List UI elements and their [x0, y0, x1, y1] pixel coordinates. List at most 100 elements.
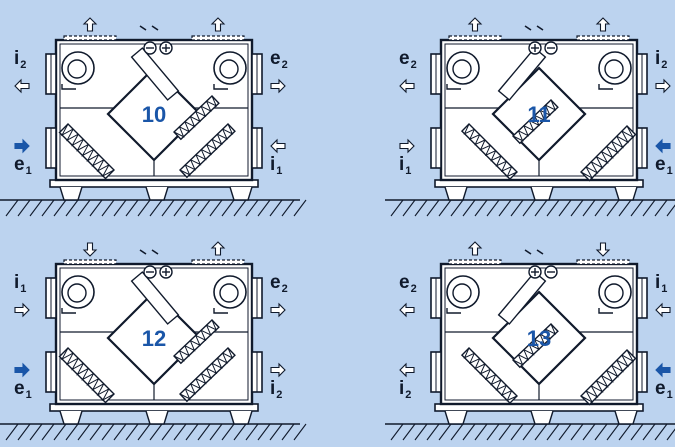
- filter-bottom: [580, 349, 637, 406]
- floor-hatch: [161, 199, 175, 217]
- filter-right-pleat: [545, 323, 557, 335]
- filter-bottom-pleat: [601, 146, 614, 159]
- arrow-bottom-left-icon: [14, 362, 30, 378]
- filter-left-pleat: [484, 369, 496, 381]
- floor-hatch: [426, 423, 440, 441]
- label-bottom-right-subscript: 1: [667, 165, 673, 177]
- label-bottom-left-subscript: 1: [26, 389, 32, 401]
- label-bottom-left-letter: e: [14, 378, 25, 399]
- label-top-left-subscript: 2: [411, 283, 417, 295]
- filter-right: [173, 95, 220, 141]
- arrow-bottom-left-icon: [399, 362, 415, 378]
- filter-bottom-pleat: [585, 161, 599, 175]
- label-bottom-right-letter: i: [270, 154, 275, 175]
- filter-left-pleat: [65, 352, 79, 366]
- filter-left-pleat: [500, 161, 512, 173]
- floor-hatch: [65, 199, 79, 217]
- label-top-right-letter: e: [270, 48, 281, 69]
- filter-right: [512, 99, 559, 145]
- fan-left-rotor: [67, 283, 87, 303]
- floor-hatch: [450, 199, 464, 217]
- label-bottom-right: i2: [270, 378, 282, 401]
- filter-left-pleat: [96, 159, 110, 173]
- filter-bottom-pleat: [222, 347, 234, 359]
- floor-hatch: [570, 423, 584, 441]
- filter-left: [460, 347, 518, 405]
- filter-left-pleat: [500, 385, 512, 397]
- filter-bottom-pleat: [585, 385, 599, 399]
- arrow-top-left-icon: [14, 78, 30, 94]
- filter-right-outline: [512, 323, 559, 369]
- filter-left-outline: [58, 347, 115, 404]
- filter-bottom-pleat: [621, 349, 635, 363]
- arrow-top-right-icon: [270, 302, 286, 318]
- filter-bottom: [580, 125, 637, 182]
- filter-left-pleat: [86, 149, 99, 162]
- label-bottom-right: e1: [655, 154, 673, 177]
- floor-hatch: [77, 199, 91, 217]
- floor-hatch: [197, 199, 211, 217]
- fan-left-housing: [446, 51, 480, 85]
- filter-left: [58, 123, 115, 180]
- label-top-right: i2: [655, 48, 667, 71]
- arrow-top-right-icon: [655, 78, 671, 94]
- filter-left-pleat: [468, 353, 480, 365]
- floor-hatch: [233, 199, 247, 217]
- foot: [145, 186, 169, 201]
- fan-left-outlet: [446, 84, 461, 90]
- fan-right-housing: [598, 275, 632, 309]
- label-bottom-left-subscript: 2: [405, 389, 411, 401]
- floor-hatch: [17, 423, 31, 441]
- floor-hatch: [293, 199, 307, 217]
- floor-hatch: [161, 423, 175, 441]
- filter-left-pleat: [484, 145, 496, 157]
- floor-hatch: [462, 199, 476, 217]
- filter-bottom-pleat: [190, 378, 202, 390]
- flow-marks: [139, 25, 159, 31]
- label-top-right: i1: [655, 272, 667, 295]
- fan-left-housing: [446, 275, 480, 309]
- floor-hatch: [414, 199, 428, 217]
- label-bottom-left-letter: i: [399, 154, 404, 175]
- floor-hatch: [402, 199, 416, 217]
- floor-hatch: [137, 423, 151, 441]
- floor-hatch: [390, 423, 404, 441]
- floor-hatch: [137, 199, 151, 217]
- filter-right-pleat: [200, 100, 212, 113]
- floor-hatch: [5, 199, 19, 217]
- floor-hatch: [125, 423, 139, 441]
- floor-hatch: [89, 199, 103, 217]
- floor-hatch: [245, 423, 259, 441]
- floor-hatch: [293, 423, 307, 441]
- label-top-right-subscript: 2: [282, 283, 288, 295]
- filter-left-pleat: [495, 379, 507, 391]
- floor-hatch: [546, 423, 560, 441]
- foot: [59, 410, 83, 425]
- floor-hatch: [41, 423, 55, 441]
- floor-hatch: [257, 423, 271, 441]
- label-top-left-subscript: 2: [20, 59, 26, 71]
- filter-left: [58, 347, 115, 404]
- filter-bottom: [179, 347, 236, 403]
- fan-right-outlet: [213, 308, 228, 314]
- filter-left-pleat: [91, 378, 105, 391]
- floor-hatch: [654, 199, 668, 217]
- floor-hatch: [594, 199, 608, 217]
- label-top-left-letter: i: [14, 272, 19, 293]
- floor-hatch: [233, 423, 247, 441]
- foot: [229, 186, 253, 201]
- filter-bottom-pleat: [616, 130, 630, 144]
- label-bottom-left-letter: e: [14, 154, 25, 175]
- floor-hatch: [173, 423, 187, 441]
- filter-bottom-pleat: [217, 128, 228, 140]
- top-duct-left: [448, 35, 502, 41]
- floor-hatch: [630, 423, 644, 441]
- floor-hatch: [101, 423, 115, 441]
- label-bottom-left: e1: [14, 378, 32, 401]
- filter-right-pleat: [539, 328, 551, 341]
- filter-right-pleat: [190, 111, 201, 123]
- top-arrow-2-icon: [210, 241, 226, 256]
- label-top-right-letter: i: [655, 48, 660, 69]
- floor-hatch: [630, 199, 644, 217]
